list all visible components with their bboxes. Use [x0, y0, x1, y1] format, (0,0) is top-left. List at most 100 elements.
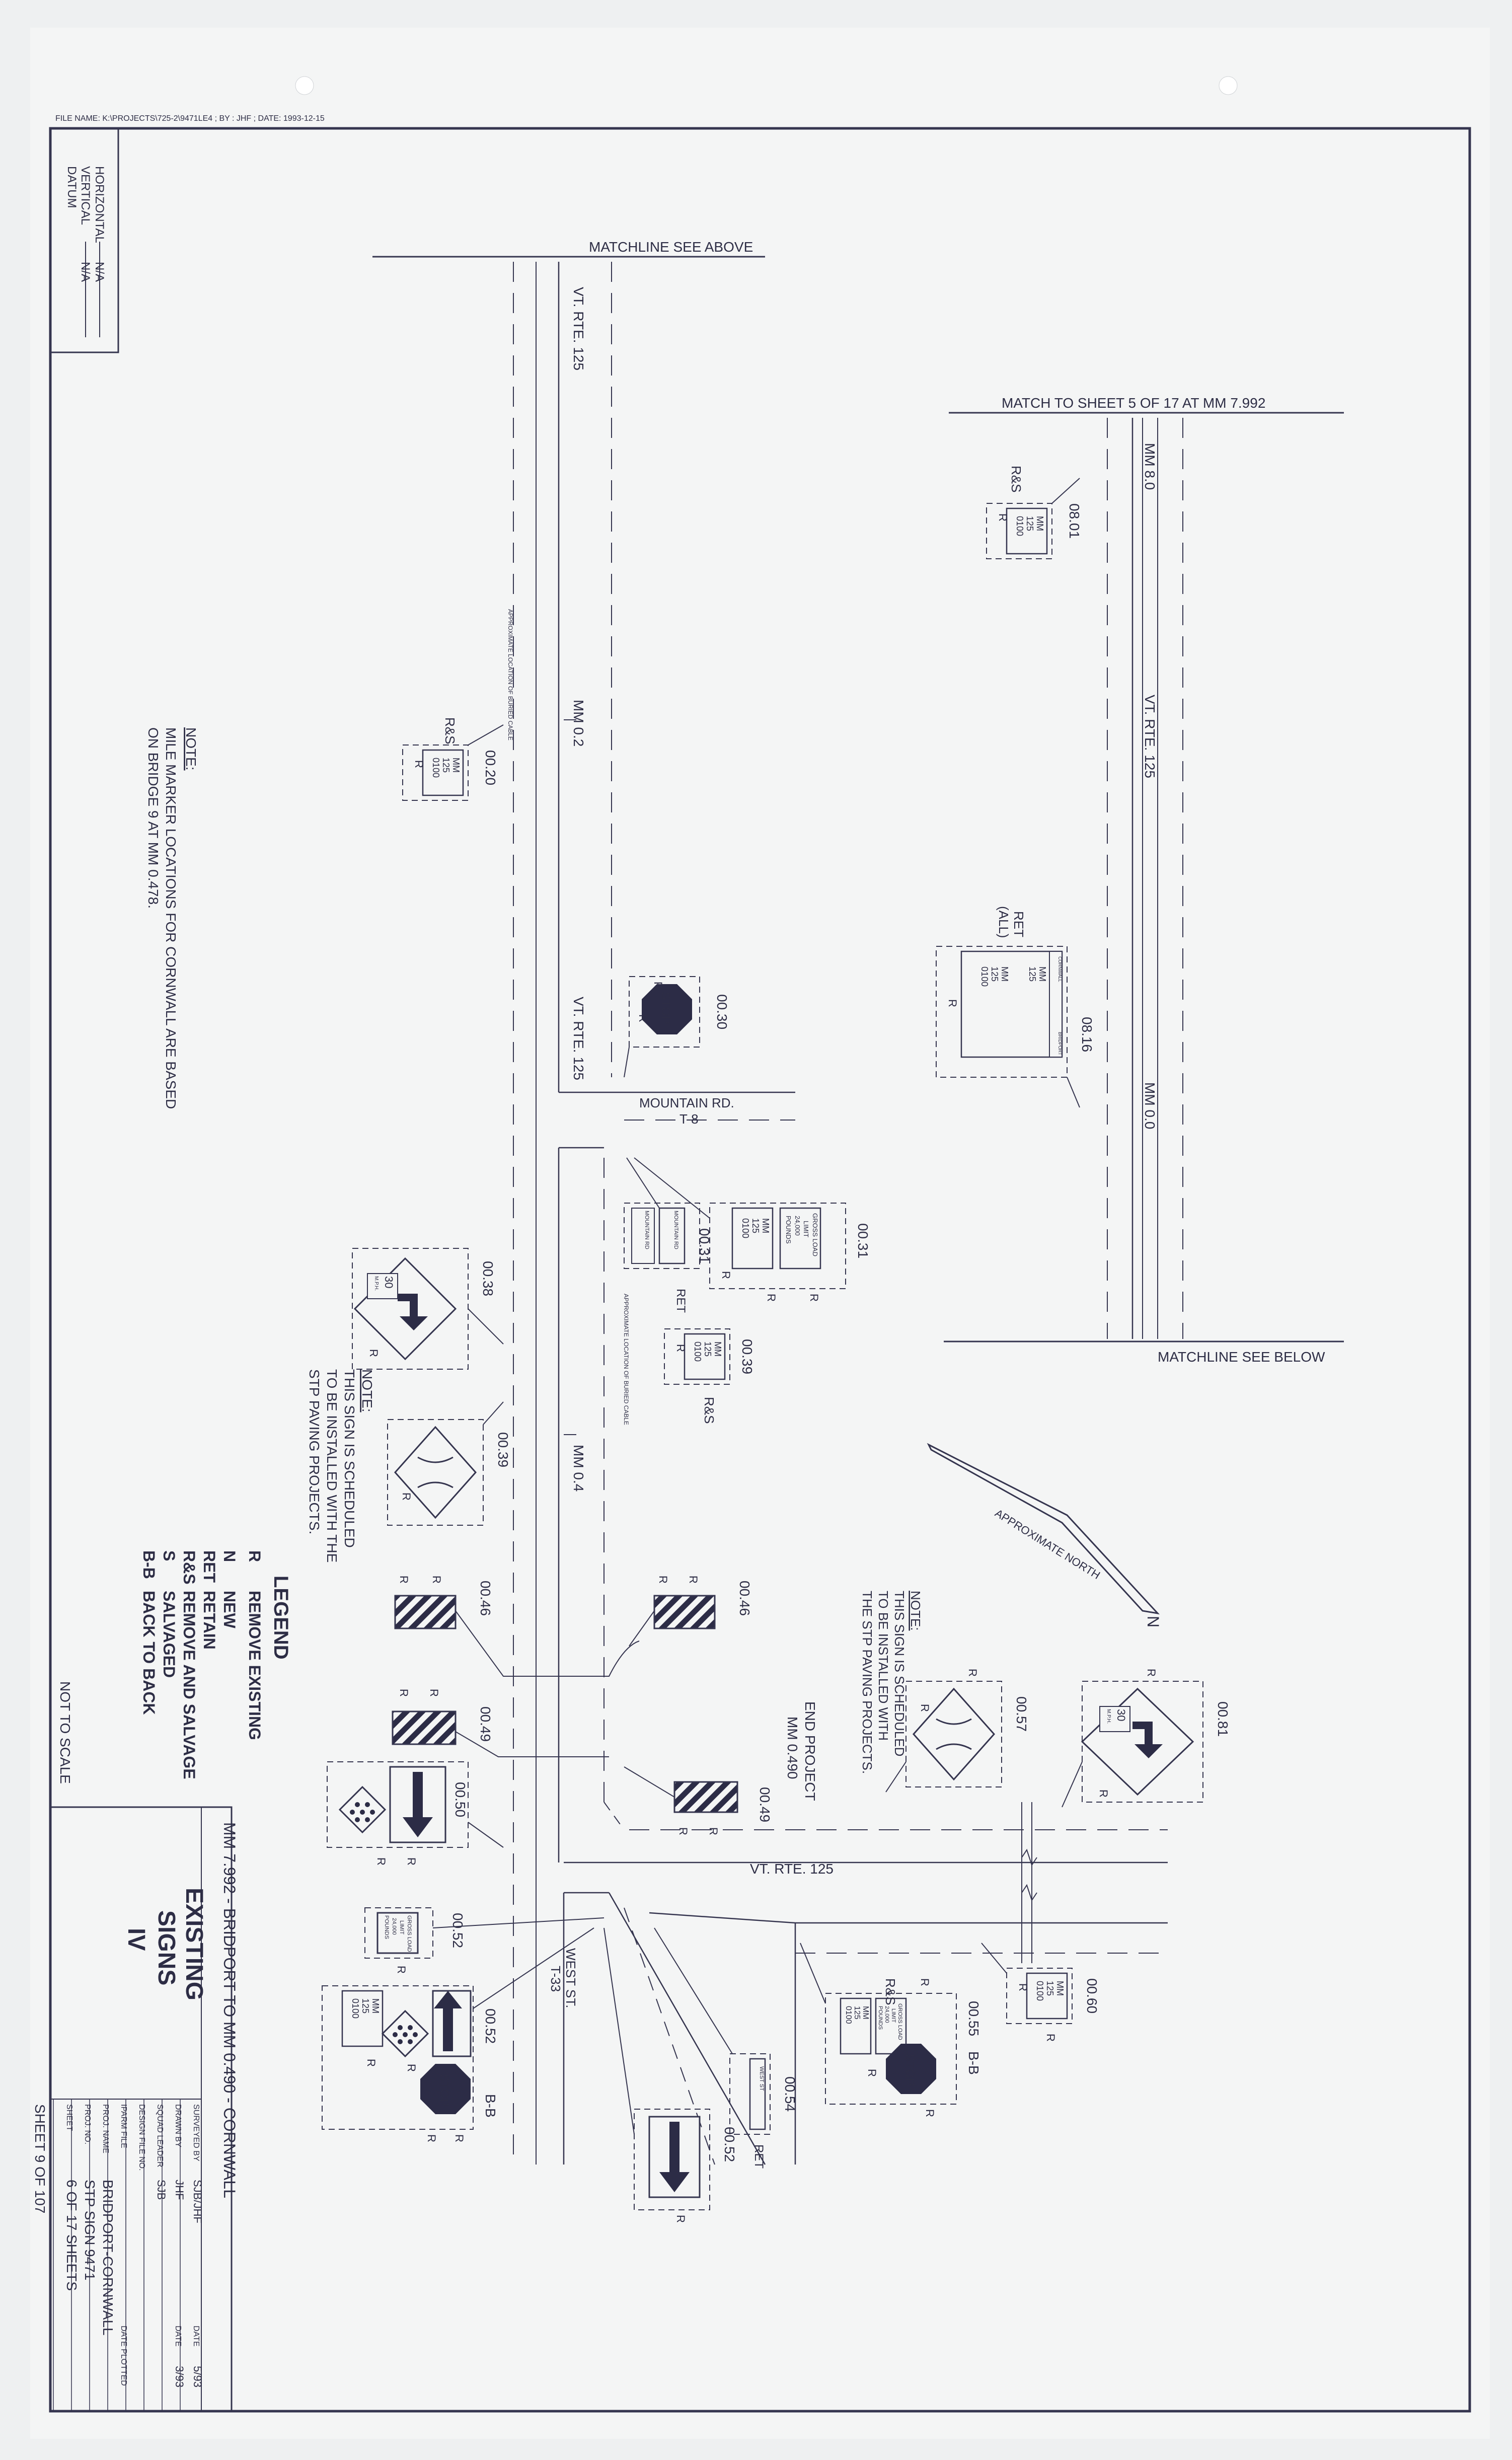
sign-00-60: MM 125 0100 R R 00.60: [981, 1943, 1100, 2042]
svg-text:GROSS LOAD: GROSS LOAD: [406, 1915, 412, 1952]
svg-text:MM: MM: [1035, 516, 1045, 531]
title-row-value: JHF: [173, 2180, 186, 2200]
rte125-label-b: VT. RTE. 125: [571, 997, 586, 1080]
schedule-note-b1: THIS SIGN IS SCHEDULED: [892, 1591, 907, 1756]
svg-text:0100: 0100: [740, 1218, 750, 1238]
end-project-mm: MM 0.490: [785, 1717, 800, 1779]
svg-text:MM: MM: [861, 2006, 870, 2020]
svg-text:GROSS LOAD: GROSS LOAD: [811, 1213, 819, 1256]
legend-title: LEGEND: [270, 1576, 292, 1660]
svg-text:R: R: [919, 1978, 931, 1986]
svg-text:(ALL): (ALL): [996, 906, 1011, 938]
svg-text:125: 125: [853, 2006, 861, 2020]
mm-0-0: MM 0.0: [1142, 1082, 1158, 1129]
svg-text:MOUNTAIN RD: MOUNTAIN RD: [644, 1211, 650, 1249]
sign-label-0031a: 00.31: [855, 1223, 871, 1258]
sign-label-0081: 00.81: [1215, 1701, 1231, 1737]
north-letter: N: [1144, 1616, 1162, 1627]
svg-text:R: R: [375, 1857, 388, 1866]
svg-text:MM: MM: [761, 1218, 771, 1233]
sign-00-46-right: R R 00.46: [629, 1576, 752, 1647]
sign-label-0052b: 00.52: [483, 2008, 498, 2044]
sign-00-49-right: R R 00.49: [624, 1766, 773, 1835]
title-row-value: 6 OF 17 SHEETS: [64, 2180, 80, 2291]
title-row-label: DRAWN BY: [174, 2104, 182, 2147]
legend-code: R: [246, 1550, 264, 1562]
svg-text:24,000: 24,000: [884, 2006, 890, 2023]
svg-text:BRIDPORT: BRIDPORT: [1057, 1032, 1063, 1056]
legend-scale: NOT TO SCALE: [57, 1681, 73, 1784]
mm-8-0: MM 8.0: [1142, 443, 1158, 490]
sign-00-54: WEST ST 00.54 RET: [654, 1927, 798, 2169]
sign-00-39-mm: MM 125 0100 R 00.39 R&S: [664, 1328, 755, 1424]
svg-text:R: R: [919, 1704, 931, 1712]
svg-text:RET: RET: [752, 2144, 766, 2169]
legend-label: REMOVE EXISTING: [246, 1591, 264, 1740]
title-row-value: SJB/JHF: [191, 2180, 204, 2223]
legend-label: BACK TO BACK: [140, 1591, 158, 1715]
svg-text:R&S: R&S: [883, 1978, 898, 2005]
sign-label-0049a: 00.49: [478, 1706, 493, 1742]
svg-text:RET: RET: [674, 1289, 688, 1313]
sign-label-0039b: 00.39: [495, 1432, 511, 1467]
schedule-note-2: TO BE INSTALLED WITH THE: [324, 1369, 340, 1562]
title-row-date: 3/93: [173, 2366, 186, 2388]
title-row-date: 5/93: [191, 2366, 204, 2388]
sign-label-0052c: 00.52: [722, 2127, 737, 2162]
sign-label-0052a: 00.52: [450, 1913, 466, 1948]
title-range: MM 7.992 - BRIDPORT TO MM 0.490 - CORNWA…: [220, 1822, 239, 2198]
sign-00-81: 30 M.P.H. R R 00.81: [1062, 1669, 1231, 1808]
legend-code: R&S: [180, 1550, 198, 1585]
schedule-note-b2: TO BE INSTALLED WITH: [876, 1591, 891, 1741]
svg-text:R: R: [946, 999, 959, 1007]
road-main: [513, 262, 612, 2165]
svg-text:R: R: [808, 1294, 820, 1302]
title-row-date-label: DATE PLOTTED: [119, 2326, 128, 2386]
svg-text:24,000: 24,000: [391, 1918, 397, 1935]
sign-08-16: CORNWALL BRIDPORT MM 125 MM 125 0100 R 0…: [936, 906, 1095, 1108]
title-line1: EXISTING: [181, 1888, 207, 2000]
svg-text:POUNDS: POUNDS: [384, 1915, 390, 1939]
sign-label-0050: 00.50: [452, 1782, 468, 1817]
title-row-value: SJB: [155, 2180, 168, 2200]
svg-text:R: R: [720, 1271, 732, 1279]
svg-text:R: R: [395, 1966, 408, 1974]
svg-text:R: R: [652, 982, 664, 990]
svg-text:R: R: [1145, 1669, 1158, 1677]
rte125-east-label: VT. RTE. 125: [750, 1861, 834, 1877]
legend-code: RET: [200, 1550, 218, 1583]
legend-label: NEW: [220, 1591, 239, 1628]
legend-code: N: [220, 1550, 239, 1562]
svg-text:B-B: B-B: [483, 2094, 498, 2118]
title-row-value: BRIDPORT-CORNWALL: [100, 2180, 116, 2336]
sign-00-39-diamond: R 00.39: [387, 1401, 511, 1526]
west-st-label: WEST ST.: [563, 1948, 578, 2008]
svg-text:MM: MM: [713, 1341, 723, 1357]
svg-text:LIMIT: LIMIT: [802, 1221, 810, 1237]
svg-text:M.P.H.: M.P.H.: [373, 1276, 379, 1291]
svg-text:POUNDS: POUNDS: [877, 2006, 883, 2030]
svg-text:R: R: [398, 1689, 410, 1697]
svg-text:STOP: STOP: [903, 2054, 917, 2086]
sign-00-50: R R 00.50: [327, 1761, 504, 1866]
title-row-date-label: DATE: [192, 2326, 200, 2346]
title-block: MM 7.992 - BRIDPORT TO MM 0.490 - CORNWA…: [49, 1806, 239, 2412]
svg-text:0100: 0100: [979, 966, 990, 987]
sign-00-52-arrow: R 00.52: [603, 1927, 737, 2223]
sign-label-0054: 00.54: [782, 2076, 798, 2112]
sign-00-31-mountain: MOUNTAIN RD MOUNTAIN RD 00.31 RET: [624, 1157, 712, 1313]
sign-00-52-stop: MM 125 0100 STOP R R R R 00.52 B-B: [322, 1927, 594, 2142]
sign-label-0801: 08.01: [1067, 503, 1082, 539]
legend-code: S: [160, 1550, 178, 1561]
title-row-value: STP SIGN 9471: [82, 2180, 98, 2280]
road-bridport: [944, 412, 1344, 1343]
approx-location-note-a: APPROXIMATE LOCATION OF BURIED CABLE: [507, 609, 514, 740]
svg-text:MM: MM: [1055, 1981, 1065, 1996]
svg-text:125: 125: [990, 966, 1000, 982]
svg-text:125: 125: [703, 1341, 713, 1357]
sign-00-52-load: GROSS LOAD LIMIT 24,000 POUNDS R 00.52: [364, 1907, 604, 1974]
svg-text:125: 125: [750, 1218, 761, 1233]
punch-hole-right: [1219, 76, 1238, 95]
